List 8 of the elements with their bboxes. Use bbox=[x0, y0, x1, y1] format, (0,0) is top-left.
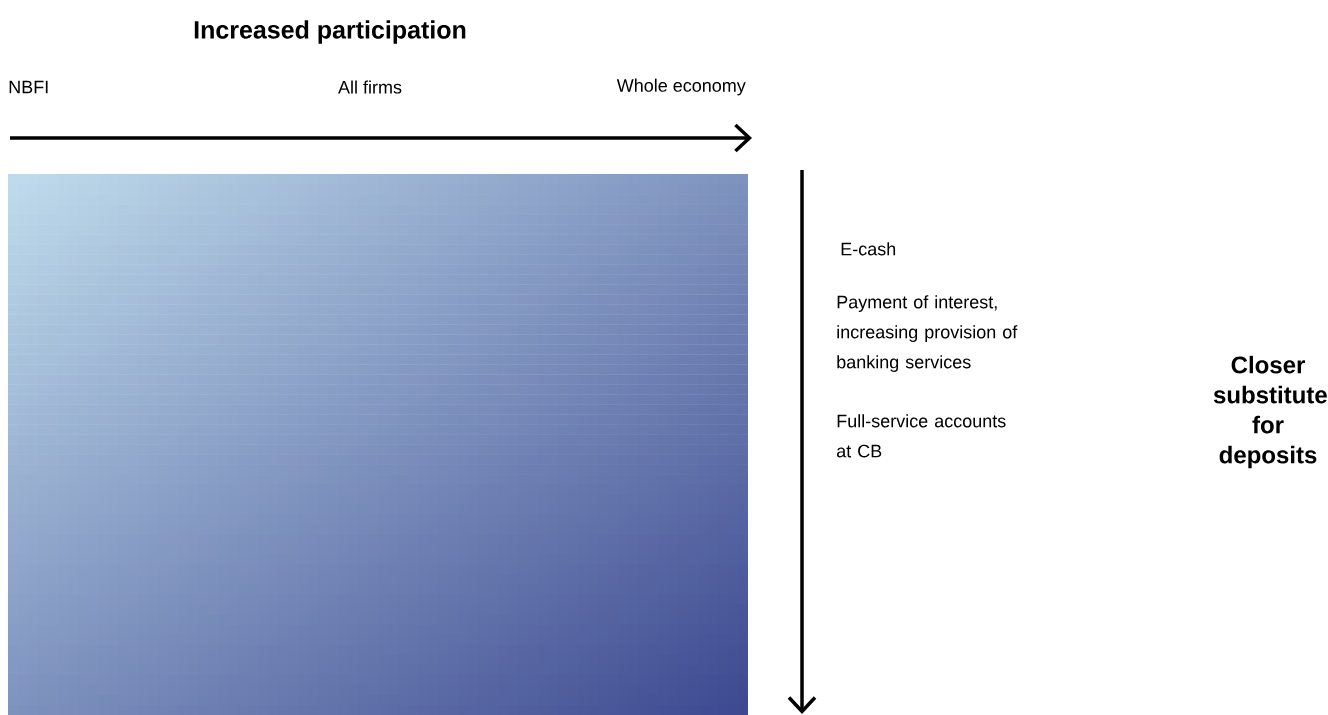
list-item: E-cash bbox=[841, 242, 896, 256]
list-item: Full-service accounts at CB bbox=[837, 414, 1006, 458]
list-item: Payment of interest, increasing provision of banking services bbox=[837, 295, 1018, 372]
axis-label: NBFI bbox=[9, 80, 48, 94]
axis-label: All firms bbox=[338, 80, 402, 94]
heading: Increased participation bbox=[194, 20, 466, 44]
axis-label: Whole economy bbox=[616, 78, 746, 96]
axis-heading: Closer substitute for deposits bbox=[1213, 355, 1327, 469]
